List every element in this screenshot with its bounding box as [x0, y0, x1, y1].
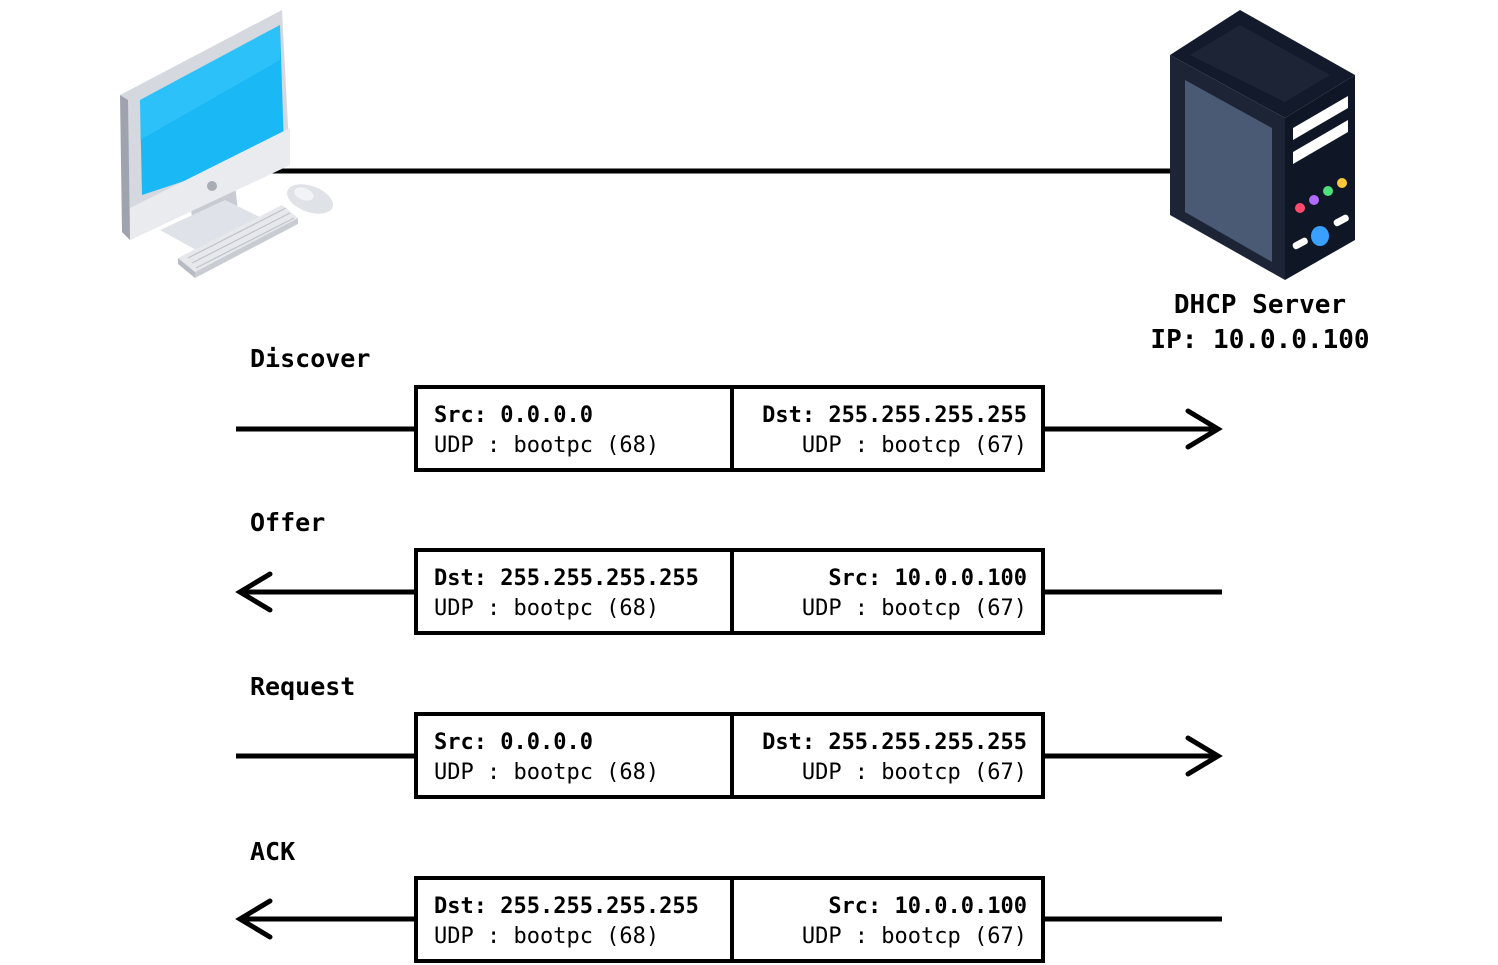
packet-address: Dst: 255.255.255.255 — [434, 894, 699, 919]
server-tower-icon — [1170, 10, 1355, 280]
packet-destination-cell: Dst: 255.255.255.255 UDP : bootpc (68) — [418, 552, 730, 631]
request-arrow — [236, 735, 1223, 777]
packet-destination-cell: Dst: 255.255.255.255 UDP : bootpc (68) — [418, 880, 730, 959]
packet-offer: Dst: 255.255.255.255 UDP : bootpc (68) S… — [414, 548, 1045, 635]
step-label-request: Request — [250, 672, 356, 701]
server-name: DHCP Server — [1173, 290, 1347, 320]
packet-address: Dst: 255.255.255.255 — [762, 730, 1027, 755]
packet-address: Src: 10.0.0.100 — [828, 894, 1027, 919]
packet-source-cell: Src: 0.0.0.0 UDP : bootpc (68) — [418, 389, 730, 468]
packet-source-cell: Src: 10.0.0.100 UDP : bootcp (67) — [729, 552, 1042, 631]
server-drive-bay — [1293, 96, 1348, 140]
discover-arrow — [236, 408, 1223, 450]
step-label-discover: Discover — [250, 344, 371, 373]
step-label-ack: ACK — [250, 837, 296, 866]
packet-port: UDP : bootcp (67) — [801, 760, 1027, 785]
offer-arrow — [235, 571, 1222, 613]
packet-port: UDP : bootcp (67) — [801, 433, 1027, 458]
packet-port: UDP : bootpc (68) — [434, 760, 660, 785]
packet-address: Src: 0.0.0.0 — [434, 403, 593, 428]
packet-port: UDP : bootcp (67) — [801, 596, 1027, 621]
packet-source-cell: Src: 0.0.0.0 UDP : bootpc (68) — [418, 716, 730, 795]
server-power-button — [1311, 226, 1329, 246]
server-ip: IP: 10.0.0.100 — [1150, 325, 1370, 355]
server-drive-bay — [1293, 120, 1348, 164]
packet-request: Src: 0.0.0.0 UDP : bootpc (68) Dst: 255.… — [414, 712, 1045, 799]
packet-port: UDP : bootcp (67) — [801, 924, 1027, 949]
packet-address: Dst: 255.255.255.255 — [762, 403, 1027, 428]
ack-arrow — [235, 898, 1222, 940]
packet-port: UDP : bootpc (68) — [434, 924, 660, 949]
packet-destination-cell: Dst: 255.255.255.255 UDP : bootcp (67) — [729, 389, 1042, 468]
packet-ack: Dst: 255.255.255.255 UDP : bootpc (68) S… — [414, 876, 1045, 963]
packet-source-cell: Src: 10.0.0.100 UDP : bootcp (67) — [729, 880, 1042, 959]
packet-address: Dst: 255.255.255.255 — [434, 566, 699, 591]
packet-port: UDP : bootpc (68) — [434, 596, 660, 621]
packet-discover: Src: 0.0.0.0 UDP : bootpc (68) Dst: 255.… — [414, 385, 1045, 472]
packet-port: UDP : bootpc (68) — [434, 433, 660, 458]
packet-address: Src: 0.0.0.0 — [434, 730, 593, 755]
step-label-offer: Offer — [250, 508, 326, 537]
packet-destination-cell: Dst: 255.255.255.255 UDP : bootcp (67) — [729, 716, 1042, 795]
desktop-computer-icon — [120, 10, 333, 278]
packet-address: Src: 10.0.0.100 — [828, 566, 1027, 591]
server-side-panel — [1185, 80, 1272, 262]
